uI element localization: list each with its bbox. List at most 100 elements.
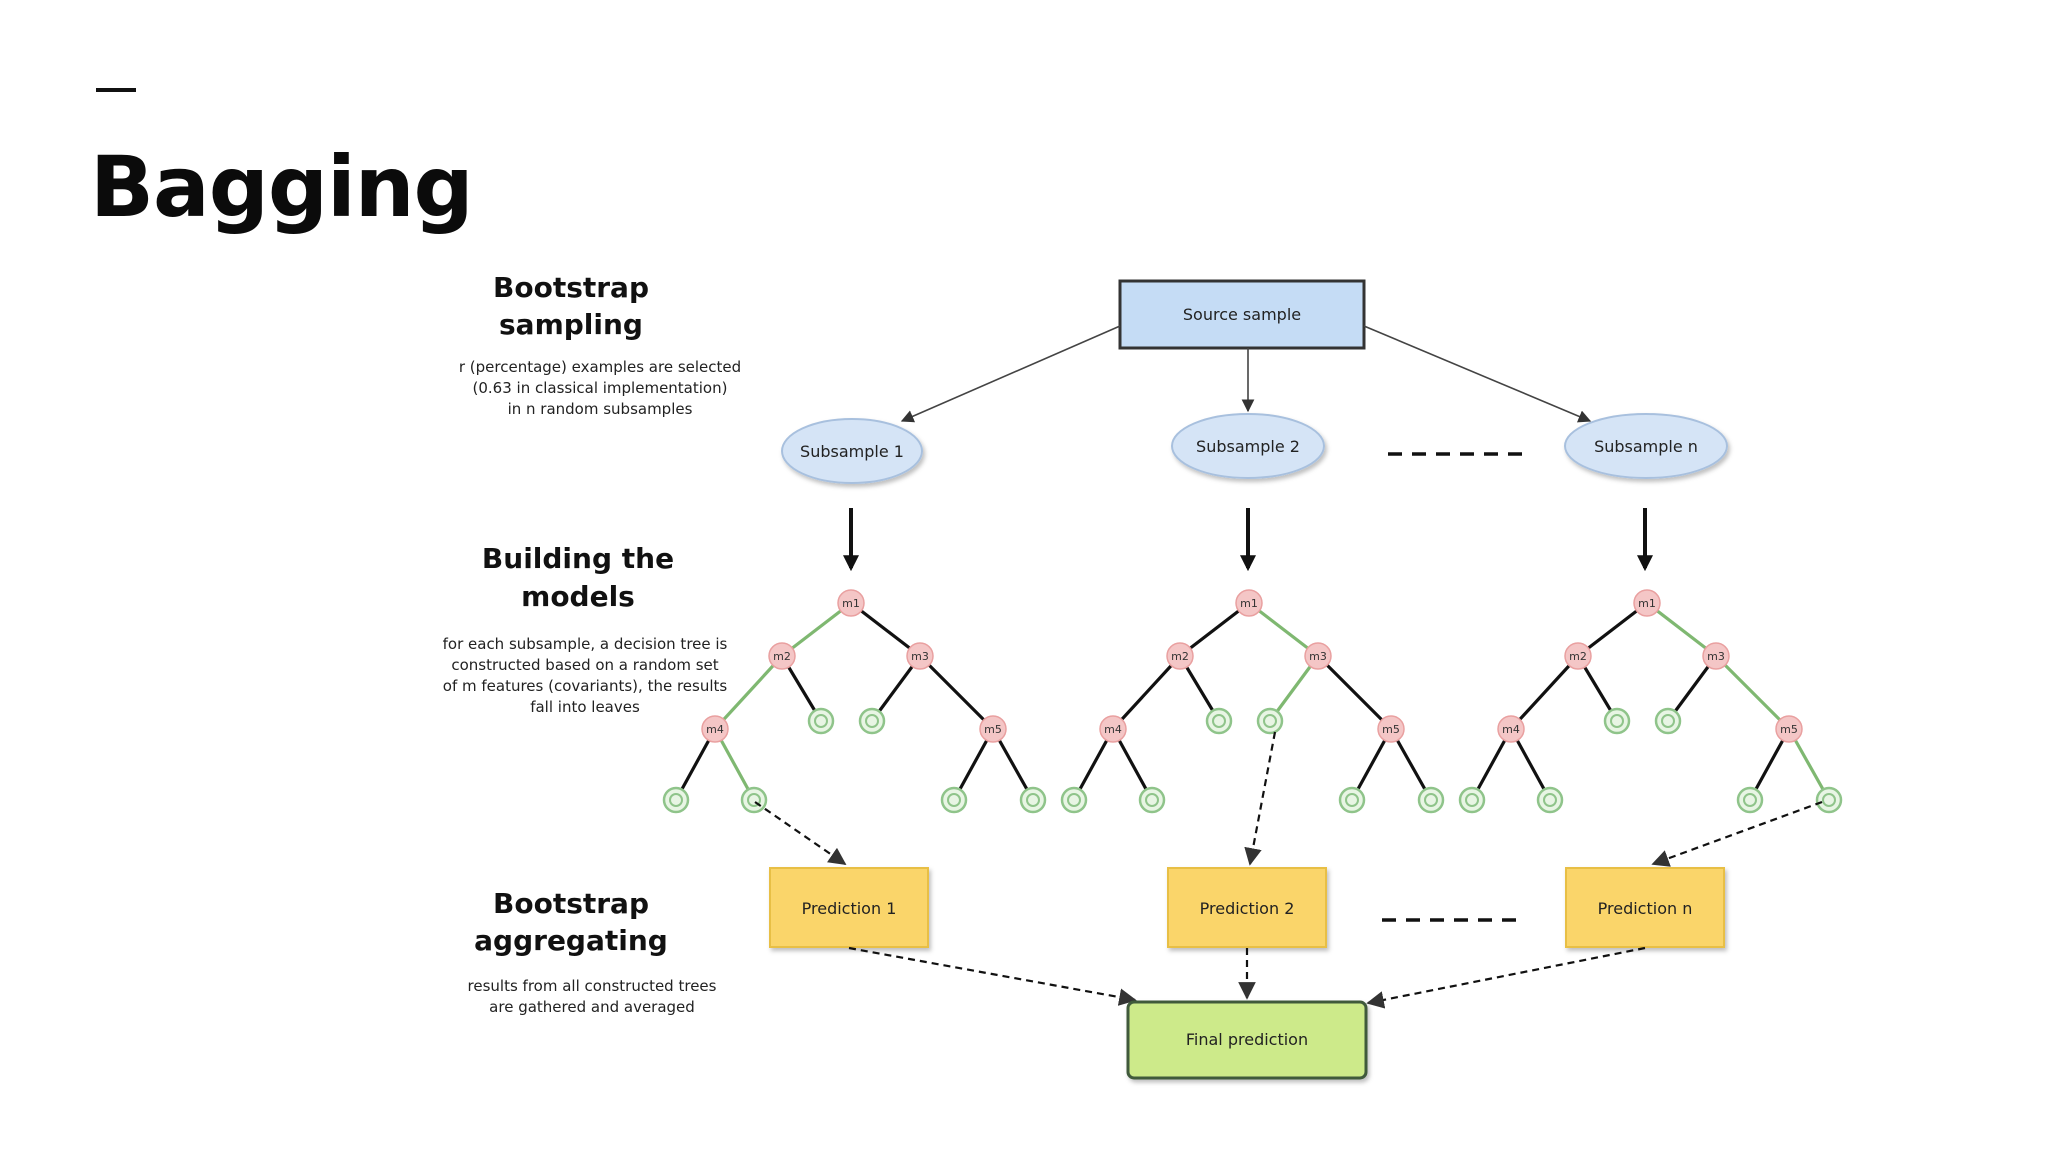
- tree-node-label: m1: [842, 597, 860, 610]
- tree-leaf-inner: [669, 793, 683, 807]
- section-heading-line: Bootstrap: [493, 271, 649, 304]
- tree-leaf: [662, 786, 690, 814]
- arrow-source-to-subsample-n: [1363, 325, 1592, 423]
- tree-leaf: [858, 707, 886, 735]
- tree-node-label: m5: [1382, 723, 1400, 736]
- tree-edge: [1714, 654, 1791, 731]
- tree-node: [1235, 589, 1263, 617]
- tree-edge: [1646, 601, 1717, 658]
- tree-node: [1304, 642, 1332, 670]
- section-description-line: constructed based on a random set: [451, 656, 718, 674]
- tree-leaf: [1536, 786, 1564, 814]
- tree-edge: [781, 601, 852, 658]
- tree-leaf: [740, 786, 768, 814]
- tree-leaf: [1019, 786, 1047, 814]
- tree-leaf-inner: [1263, 714, 1277, 728]
- section-bootstrap-sampling: Bootstrap sampling r (percentage) exampl…: [459, 271, 741, 418]
- tree-node-label: m3: [911, 650, 929, 663]
- tree-leaf-inner: [814, 714, 828, 728]
- tree-leaf-inner: [1661, 714, 1675, 728]
- tree-leaf-inner: [1067, 793, 1081, 807]
- tree-node-label: m2: [1569, 650, 1587, 663]
- tree-leaf-inner: [1424, 793, 1438, 807]
- section-heading-line: sampling: [499, 308, 643, 341]
- prediction-2-box: Prediction 2: [1167, 867, 1327, 948]
- section-heading-line: aggregating: [474, 924, 668, 957]
- tree-leaf-inner: [747, 793, 761, 807]
- tree-leaf-inner: [865, 714, 879, 728]
- tree-node-label: m2: [1171, 650, 1189, 663]
- section-heading-line: Building the: [482, 542, 674, 575]
- tree-node: [1099, 715, 1127, 743]
- tree-leaf-inner: [1026, 793, 1040, 807]
- tree-node-label: m5: [1780, 723, 1798, 736]
- prediction-n-box: Prediction n: [1565, 867, 1725, 948]
- arrow-tree-2-to-prediction-2: [1244, 731, 1277, 866]
- prediction-label: Prediction n: [1598, 899, 1693, 918]
- decision-tree-3: m1 m2 m3 m4 m5: [1458, 589, 1843, 814]
- tree-node-label: m2: [773, 650, 791, 663]
- slide-title: Bagging: [90, 138, 474, 236]
- tree-node: [1377, 715, 1405, 743]
- tree-node: [906, 642, 934, 670]
- tree-leaf: [1654, 707, 1682, 735]
- tree-leaf: [1736, 786, 1764, 814]
- section-description-line: are gathered and averaged: [489, 998, 695, 1016]
- tree-leaf: [940, 786, 968, 814]
- tree-node: [1702, 642, 1730, 670]
- tree-edge: [1509, 654, 1580, 731]
- subsample-2: Subsample 2: [1171, 413, 1325, 479]
- tree-edge: [850, 601, 921, 658]
- tree-leaf-inner: [1743, 793, 1757, 807]
- section-description-line: for each subsample, a decision tree is: [443, 635, 728, 653]
- title-accent-rule: [96, 88, 136, 92]
- section-description-line: results from all constructed trees: [468, 977, 717, 995]
- tree-edge: [1111, 654, 1182, 731]
- tree-leaf-inner: [1610, 714, 1624, 728]
- tree-edge: [1179, 601, 1250, 658]
- tree-edge: [1248, 601, 1319, 658]
- arrow-tree-1-to-prediction-1: [754, 801, 847, 865]
- tree-node-label: m4: [1502, 723, 1520, 736]
- tree-edge: [918, 654, 995, 731]
- tree-leaf: [807, 707, 835, 735]
- tree-leaf-inner: [1543, 793, 1557, 807]
- tree-leaf-inner: [1822, 793, 1836, 807]
- prediction-label: Prediction 1: [802, 899, 897, 918]
- section-description-line: fall into leaves: [530, 698, 640, 716]
- tree-leaf: [1060, 786, 1088, 814]
- tree-node-label: m3: [1707, 650, 1725, 663]
- tree-leaf-inner: [947, 793, 961, 807]
- final-prediction-box: Final prediction: [1126, 1000, 1368, 1080]
- section-description-line: in n random subsamples: [508, 400, 693, 418]
- subsample-label: Subsample n: [1594, 437, 1698, 456]
- final-prediction-label: Final prediction: [1186, 1030, 1308, 1049]
- tree-leaf: [1256, 707, 1284, 735]
- tree-leaf-inner: [1145, 793, 1159, 807]
- section-building-models: Building the models for each subsample, …: [443, 542, 728, 716]
- section-description-line: of m features (covariants), the results: [443, 677, 728, 695]
- tree-node: [701, 715, 729, 743]
- tree-leaf: [1138, 786, 1166, 814]
- tree-leaf: [1338, 786, 1366, 814]
- tree-node: [1166, 642, 1194, 670]
- tree-node: [768, 642, 796, 670]
- arrow-tree-n-to-prediction-n: [1651, 800, 1823, 867]
- prediction-1-box: Prediction 1: [769, 867, 929, 948]
- tree-leaf: [1458, 786, 1486, 814]
- tree-leaf: [1417, 786, 1445, 814]
- section-heading-line: models: [521, 580, 635, 613]
- tree-node: [1564, 642, 1592, 670]
- tree-leaf-inner: [1212, 714, 1226, 728]
- source-sample-box: Source sample: [1118, 279, 1366, 350]
- subsample-label: Subsample 1: [800, 442, 904, 461]
- tree-node-label: m1: [1638, 597, 1656, 610]
- section-heading-line: Bootstrap: [493, 887, 649, 920]
- subsample-n: Subsample n: [1564, 413, 1728, 479]
- tree-node-label: m3: [1309, 650, 1327, 663]
- tree-node: [1775, 715, 1803, 743]
